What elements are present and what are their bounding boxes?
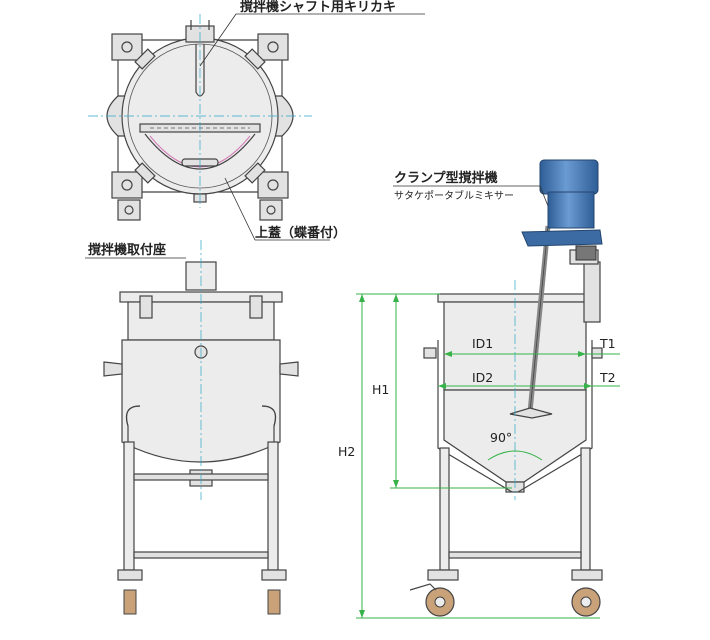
dim-h2: H2 xyxy=(338,444,355,459)
mixer-series-label: サタケポータブルミキサー xyxy=(394,189,514,202)
clamp-mixer-motor xyxy=(521,159,603,261)
clamp-mixer-label: クランプ型撹拌機 xyxy=(394,170,498,186)
dimension-lines xyxy=(356,293,620,619)
top-view xyxy=(88,14,312,221)
dim-t2: T2 xyxy=(599,370,616,385)
side-view xyxy=(409,159,603,617)
dim-cone-angle: 90° xyxy=(490,430,512,445)
frame-corners xyxy=(111,33,289,221)
dim-h1: H1 xyxy=(372,382,389,397)
shaft-bracket-label: 撹拌機シャフト用キリカキ xyxy=(240,0,396,15)
dim-id1: ID1 xyxy=(472,336,493,351)
lid-clamps xyxy=(134,48,266,184)
mount-seat-label: 撹拌機取付座 xyxy=(88,242,166,258)
front-view: 撹拌機取付座 xyxy=(85,240,299,615)
dim-id2: ID2 xyxy=(472,370,493,385)
dim-t1: T1 xyxy=(599,336,616,351)
lid-label: 上蓋（蝶番付） xyxy=(255,225,346,241)
